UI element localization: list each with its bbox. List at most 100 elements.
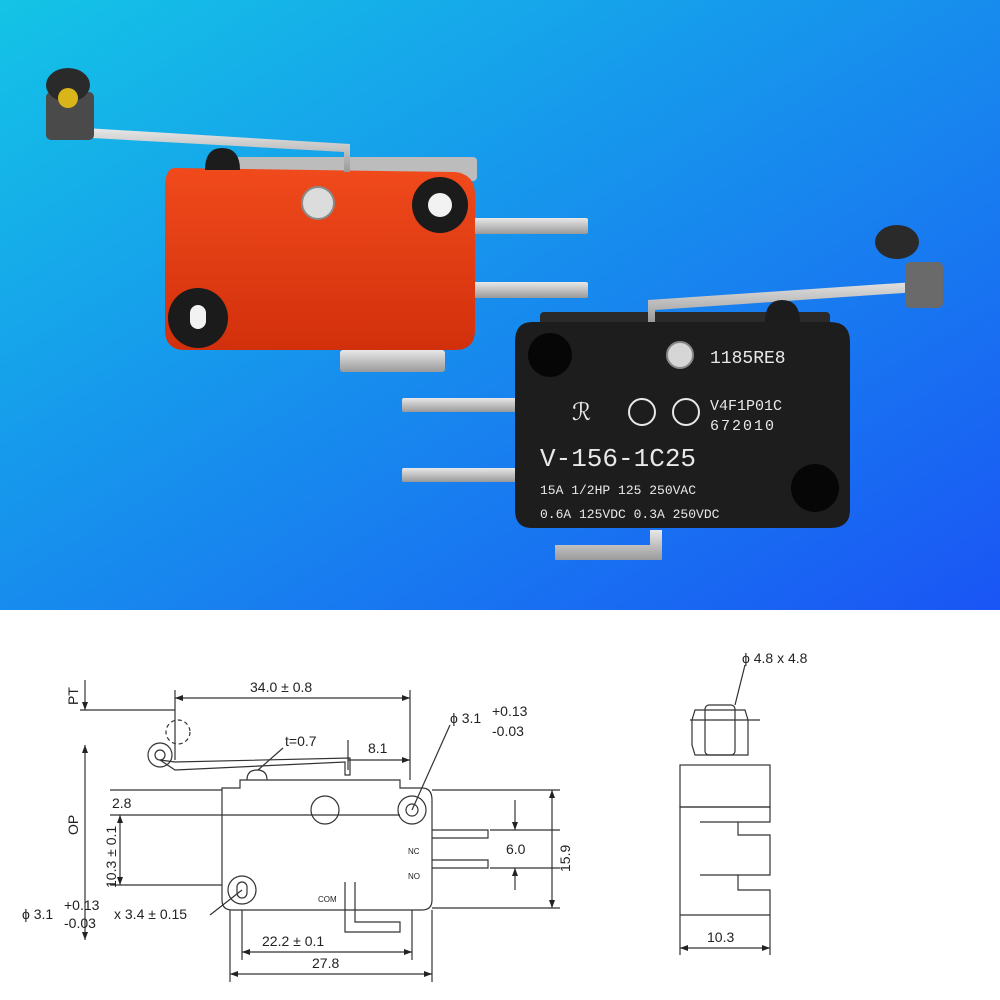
arrow-pitch-top — [512, 822, 518, 830]
drawing-plunger — [246, 769, 268, 781]
label-slot-hole: ϕ 3.1 — [22, 906, 53, 922]
ur-mark-icon: ℛ — [572, 401, 591, 428]
leader-slot — [209, 889, 243, 916]
black-switch-mount-hole-top — [528, 333, 572, 377]
side-leader-roller — [734, 664, 746, 706]
side-view-body-lower — [679, 806, 771, 916]
red-switch-terminal-1 — [470, 218, 588, 234]
dimension-drawing: 34.0 ± 0.8 t=0.7 8.1 ϕ 3.1 +0.13 -0.03 2… — [0, 610, 1000, 1000]
drawing-mount-hole-top — [397, 795, 427, 825]
arrow-op-top — [82, 745, 88, 753]
arrow-spacing-right — [404, 949, 412, 955]
approval-mark-icon — [672, 398, 700, 426]
label-lever-height: 10.3 ± 0.1 — [103, 826, 119, 888]
label-nc: NC — [408, 847, 420, 856]
label-slot-size: x 3.4 ± 0.15 — [114, 906, 187, 922]
arrow-body-top — [549, 790, 555, 798]
black-switch: 1185RE8 ℛ V4F1P01C 672010 V-156-1C25 15A… — [402, 225, 943, 560]
drawing-terminal-no — [432, 859, 489, 869]
arrow-lever-top — [117, 815, 123, 823]
drawing-rivet — [310, 795, 340, 825]
drawing-terminal-com — [344, 882, 401, 933]
red-switch-plunger — [205, 148, 240, 170]
label-op: OP — [65, 815, 81, 835]
red-switch-roller — [46, 68, 90, 102]
label-mount-hole-tol-plus: +0.13 — [492, 703, 528, 719]
drawing-mount-hole-bottom — [227, 875, 257, 905]
photo-background — [0, 0, 1000, 610]
black-switch-roller — [875, 225, 919, 259]
label-slot-tol-minus: -0.03 — [64, 915, 96, 931]
leader-thickness — [257, 747, 284, 771]
product-photo: 1185RE8 ℛ V4F1P01C 672010 V-156-1C25 15A… — [0, 0, 1000, 610]
red-switch-bottom-terminal — [340, 350, 445, 372]
label-hole-spacing: 22.2 ± 0.1 — [262, 933, 324, 949]
drawing-roller-axle — [154, 749, 166, 761]
black-switch-plunger — [765, 300, 800, 322]
arrow-lever-bottom — [117, 877, 123, 885]
label-terminal-pitch: 6.0 — [506, 841, 526, 857]
label-body-length: 27.8 — [312, 955, 339, 971]
arrow-side-left — [680, 945, 688, 951]
arrow-offset — [402, 757, 410, 763]
label-no: NO — [408, 872, 420, 881]
arrow-length-left — [175, 695, 183, 701]
arrow-op-bottom — [82, 932, 88, 940]
black-switch-terminal-2 — [402, 468, 527, 482]
certification-marks: ℛ — [572, 398, 700, 428]
arrow-pt — [82, 702, 88, 710]
side-view-roller-inner — [704, 704, 736, 756]
black-switch-approval-code: V4F1P01C — [710, 398, 782, 415]
label-length: 34.0 ± 0.8 — [250, 679, 312, 695]
label-pt: PT — [65, 687, 81, 705]
red-switch-mount-hole-top-inner — [428, 193, 452, 217]
black-switch-file-number: 672010 — [710, 418, 776, 435]
label-body-height: 15.9 — [557, 845, 573, 872]
arrow-length-right — [402, 695, 410, 701]
red-switch-roller-axle — [58, 88, 78, 108]
side-view-body-upper — [679, 764, 771, 808]
red-switch-body — [165, 168, 475, 350]
black-switch-model: V-156-1C25 — [540, 444, 696, 474]
black-switch-lever-bracket — [905, 262, 943, 308]
black-switch-lever — [648, 278, 930, 322]
black-switch-rivet — [666, 341, 694, 369]
label-mount-hole-tol-minus: -0.03 — [492, 723, 524, 739]
black-switch-rating-1: 15A 1/2HP 125 250VAC — [540, 483, 696, 498]
arrow-spacing-left — [242, 949, 250, 955]
label-top-offset: 2.8 — [112, 795, 132, 811]
drawing-lever — [159, 757, 351, 776]
label-thickness: t=0.7 — [285, 733, 317, 749]
arrow-side-right — [762, 945, 770, 951]
csa-mark-icon — [628, 398, 656, 426]
label-roller-size: ϕ 4.8 x 4.8 — [742, 650, 808, 666]
label-side-width: 10.3 — [707, 929, 734, 945]
label-mount-hole: ϕ 3.1 — [450, 710, 481, 726]
arrow-pitch-bottom — [512, 868, 518, 876]
drawing-mount-slot — [236, 881, 248, 899]
label-slot-tol-plus: +0.13 — [64, 897, 100, 913]
drawing-roller-ghost — [165, 719, 191, 745]
black-switch-lot-code: 1185RE8 — [710, 349, 786, 369]
side-view-roller — [691, 709, 749, 756]
black-switch-bottom-terminal — [555, 530, 662, 560]
arrow-body-length-right — [424, 971, 432, 977]
drawing-roller — [147, 742, 173, 768]
label-com: COM — [318, 895, 337, 904]
black-switch-rating-2: 0.6A 125VDC 0.3A 250VDC — [540, 507, 720, 522]
arrow-body-bottom — [549, 900, 555, 908]
drawing-mount-hole-top-inner — [405, 803, 419, 817]
black-switch-terminal-1 — [402, 398, 527, 412]
leader-mount-hole — [411, 724, 451, 811]
drawing-terminal-nc — [432, 829, 489, 839]
label-offset: 8.1 — [368, 740, 388, 756]
drawing-body-outline — [221, 779, 433, 911]
red-switch — [46, 68, 588, 372]
red-switch-mount-slot-inner — [190, 305, 206, 329]
red-switch-lever-bracket — [46, 92, 94, 140]
red-switch-rivet — [301, 186, 335, 220]
red-switch-lever — [85, 128, 350, 172]
red-switch-terminal-2 — [470, 282, 588, 298]
arrow-body-length-left — [230, 971, 238, 977]
